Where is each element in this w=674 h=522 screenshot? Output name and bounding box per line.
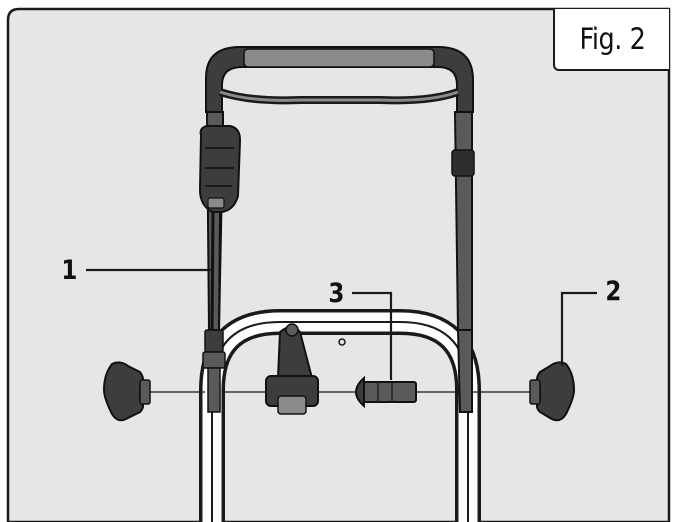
right-knob (529, 361, 576, 422)
center-bracket (265, 323, 319, 415)
switch-box (198, 125, 242, 213)
diagram-panel (6, 7, 671, 522)
figure-label-box: Fig. 2 (553, 9, 669, 71)
callout-2: 2 (605, 276, 622, 307)
callout-3: 3 (328, 278, 345, 309)
callout-1: 1 (61, 255, 78, 286)
left-knob (102, 361, 151, 422)
cable-rod (202, 211, 226, 413)
figure-label: Fig. 2 (579, 22, 645, 56)
leader-lines (86, 268, 597, 380)
carriage-bolt (355, 375, 417, 409)
